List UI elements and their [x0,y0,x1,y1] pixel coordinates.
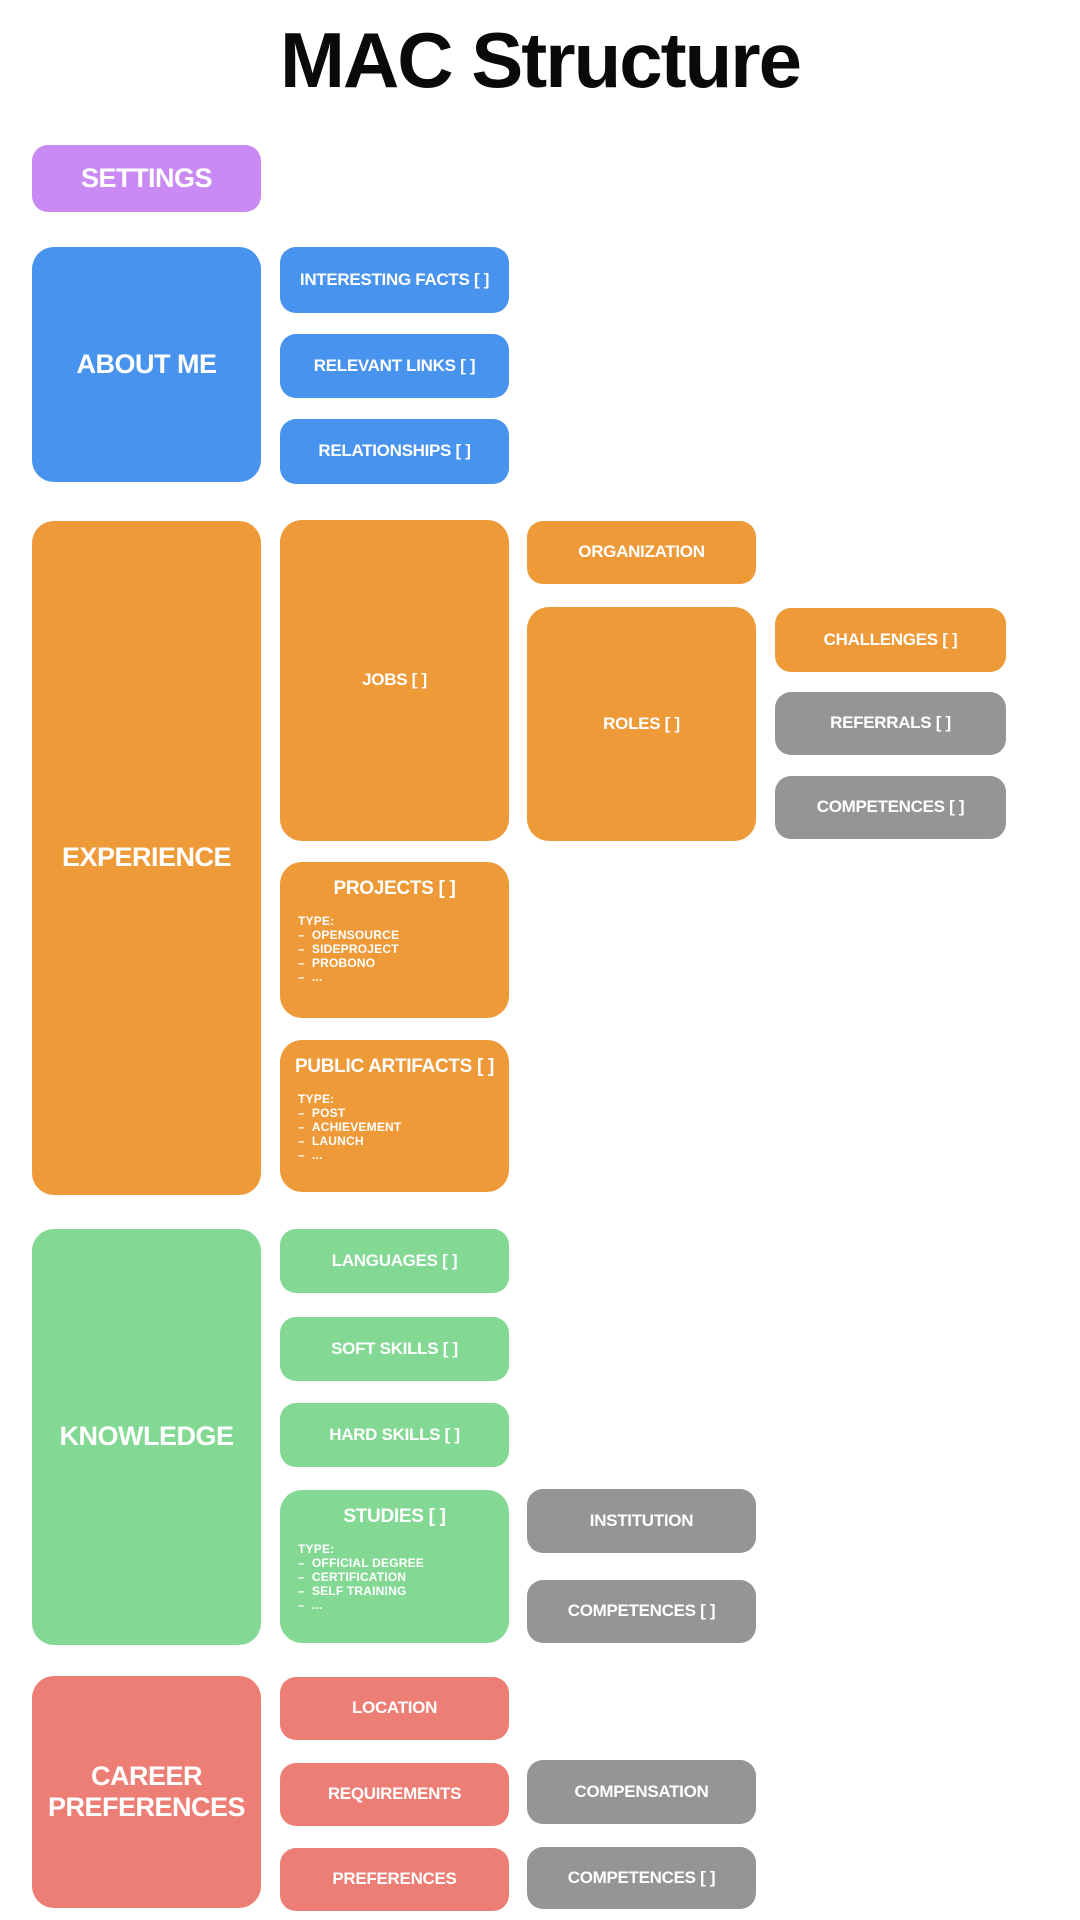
node-requirements-label: REQUIREMENTS [327,1784,462,1804]
node-referrals: REFERRALS [ ] [775,692,1006,755]
node-challenges: CHALLENGES [ ] [775,608,1006,672]
node-public-artifacts-type-list: TYPE: –POST –ACHIEVEMENT –LAUNCH –... [280,1092,509,1162]
dash: – [298,1148,305,1162]
node-interesting-facts: INTERESTING FACTS [ ] [280,247,509,313]
type-item-text: ... [311,1598,323,1612]
dash: – [298,1106,305,1120]
node-organization-label: ORGANIZATION [578,542,705,562]
type-item-text: LAUNCH [311,1134,364,1148]
node-roles: ROLES [ ] [527,607,756,841]
type-item-text: POST [311,1106,346,1120]
type-item: –OPENSOURCE [298,928,509,942]
node-preferences-label: PREFERENCES [332,1869,457,1889]
type-item: –OFFICIAL DEGREE [298,1556,509,1570]
node-about-me: ABOUT ME [32,247,261,482]
type-label: TYPE: [298,1542,335,1556]
dash: – [298,956,305,970]
node-languages: LANGUAGES [ ] [280,1229,509,1293]
type-item: –SIDEPROJECT [298,942,509,956]
dash: – [298,1120,305,1134]
type-item: –ACHIEVEMENT [298,1120,509,1134]
node-interesting-facts-label: INTERESTING FACTS [ ] [299,269,490,289]
node-jobs: JOBS [ ] [280,520,509,841]
node-experience-label: EXPERIENCE [61,842,232,873]
type-label: TYPE: [298,914,335,928]
dash: – [298,1584,305,1598]
type-item-text: ... [311,970,323,984]
node-studies-type-list: TYPE: –OFFICIAL DEGREE –CERTIFICATION –S… [280,1542,509,1612]
dash: – [298,1556,305,1570]
node-soft-skills-label: SOFT SKILLS [ ] [331,1338,458,1358]
node-hard-skills-label: HARD SKILLS [ ] [329,1424,460,1444]
node-roles-label: ROLES [ ] [603,713,680,733]
type-item-text: SELF TRAINING [311,1584,407,1598]
page-title: MAC Structure [279,16,802,104]
type-item: –CERTIFICATION [298,1570,509,1584]
node-institution-label: INSTITUTION [589,1510,694,1530]
dash: – [298,942,305,956]
node-relationships: RELATIONSHIPS [ ] [280,419,509,484]
type-item: –... [298,970,509,984]
node-studies-label: STUDIES [ ] [343,1506,446,1527]
type-item: –SELF TRAINING [298,1584,509,1598]
node-studies: STUDIES [ ] TYPE: –OFFICIAL DEGREE –CERT… [280,1490,509,1643]
dash: – [298,1134,305,1148]
node-institution: INSTITUTION [527,1489,756,1553]
node-projects: PROJECTS [ ] TYPE: –OPENSOURCE –SIDEPROJ… [280,862,509,1018]
node-compensation: COMPENSATION [527,1760,756,1824]
type-item: –... [298,1598,509,1612]
node-relationships-label: RELATIONSHIPS [ ] [318,441,471,461]
node-referrals-label: REFERRALS [ ] [830,713,951,733]
node-compensation-label: COMPENSATION [574,1781,709,1801]
type-item: –LAUNCH [298,1134,509,1148]
dash: – [298,1598,305,1612]
node-preferences: PREFERENCES [280,1848,509,1911]
node-requirements: REQUIREMENTS [280,1763,509,1826]
node-location: LOCATION [280,1677,509,1740]
type-item-text: PROBONO [311,956,376,970]
node-career-preferences-label: CAREER PREFERENCES [47,1760,246,1822]
node-projects-label: PROJECTS [ ] [333,878,456,899]
dash: – [298,1570,305,1584]
node-knowledge: KNOWLEDGE [32,1229,261,1645]
type-item-text: OFFICIAL DEGREE [311,1556,424,1570]
type-item-text: OPENSOURCE [311,928,400,942]
node-public-artifacts-label: PUBLIC ARTIFACTS [ ] [294,1056,495,1077]
type-item: –PROBONO [298,956,509,970]
node-challenges-label: CHALLENGES [ ] [823,629,958,649]
node-studies-competences: COMPETENCES [ ] [527,1580,756,1643]
type-item: –POST [298,1106,509,1120]
type-item-text: CERTIFICATION [311,1570,407,1584]
node-knowledge-label: KNOWLEDGE [59,1421,235,1452]
node-soft-skills: SOFT SKILLS [ ] [280,1317,509,1381]
dash: – [298,928,305,942]
type-label: TYPE: [298,1092,335,1106]
node-roles-competences-label: COMPETENCES [ ] [816,797,965,817]
type-item-text: ACHIEVEMENT [311,1120,402,1134]
type-item-text: ... [311,1148,323,1162]
type-item: –... [298,1148,509,1162]
node-experience: EXPERIENCE [32,521,261,1195]
node-career-preferences: CAREER PREFERENCES [32,1676,261,1908]
node-projects-type-list: TYPE: –OPENSOURCE –SIDEPROJECT –PROBONO … [280,914,509,984]
node-settings-label: SETTINGS [80,162,213,193]
node-languages-label: LANGUAGES [ ] [331,1250,458,1270]
node-relevant-links: RELEVANT LINKS [ ] [280,334,509,398]
dash: – [298,970,305,984]
node-about-me-label: ABOUT ME [76,348,218,379]
node-public-artifacts: PUBLIC ARTIFACTS [ ] TYPE: –POST –ACHIEV… [280,1040,509,1192]
node-career-competences: COMPETENCES [ ] [527,1847,756,1909]
node-location-label: LOCATION [351,1698,438,1718]
node-career-competences-label: COMPETENCES [ ] [567,1867,716,1887]
node-organization: ORGANIZATION [527,521,756,584]
node-settings: SETTINGS [32,145,261,212]
node-roles-competences: COMPETENCES [ ] [775,776,1006,839]
node-jobs-label: JOBS [ ] [362,670,427,690]
node-relevant-links-label: RELEVANT LINKS [ ] [313,355,476,375]
node-studies-competences-label: COMPETENCES [ ] [567,1601,716,1621]
type-item-text: SIDEPROJECT [311,942,399,956]
node-hard-skills: HARD SKILLS [ ] [280,1403,509,1467]
